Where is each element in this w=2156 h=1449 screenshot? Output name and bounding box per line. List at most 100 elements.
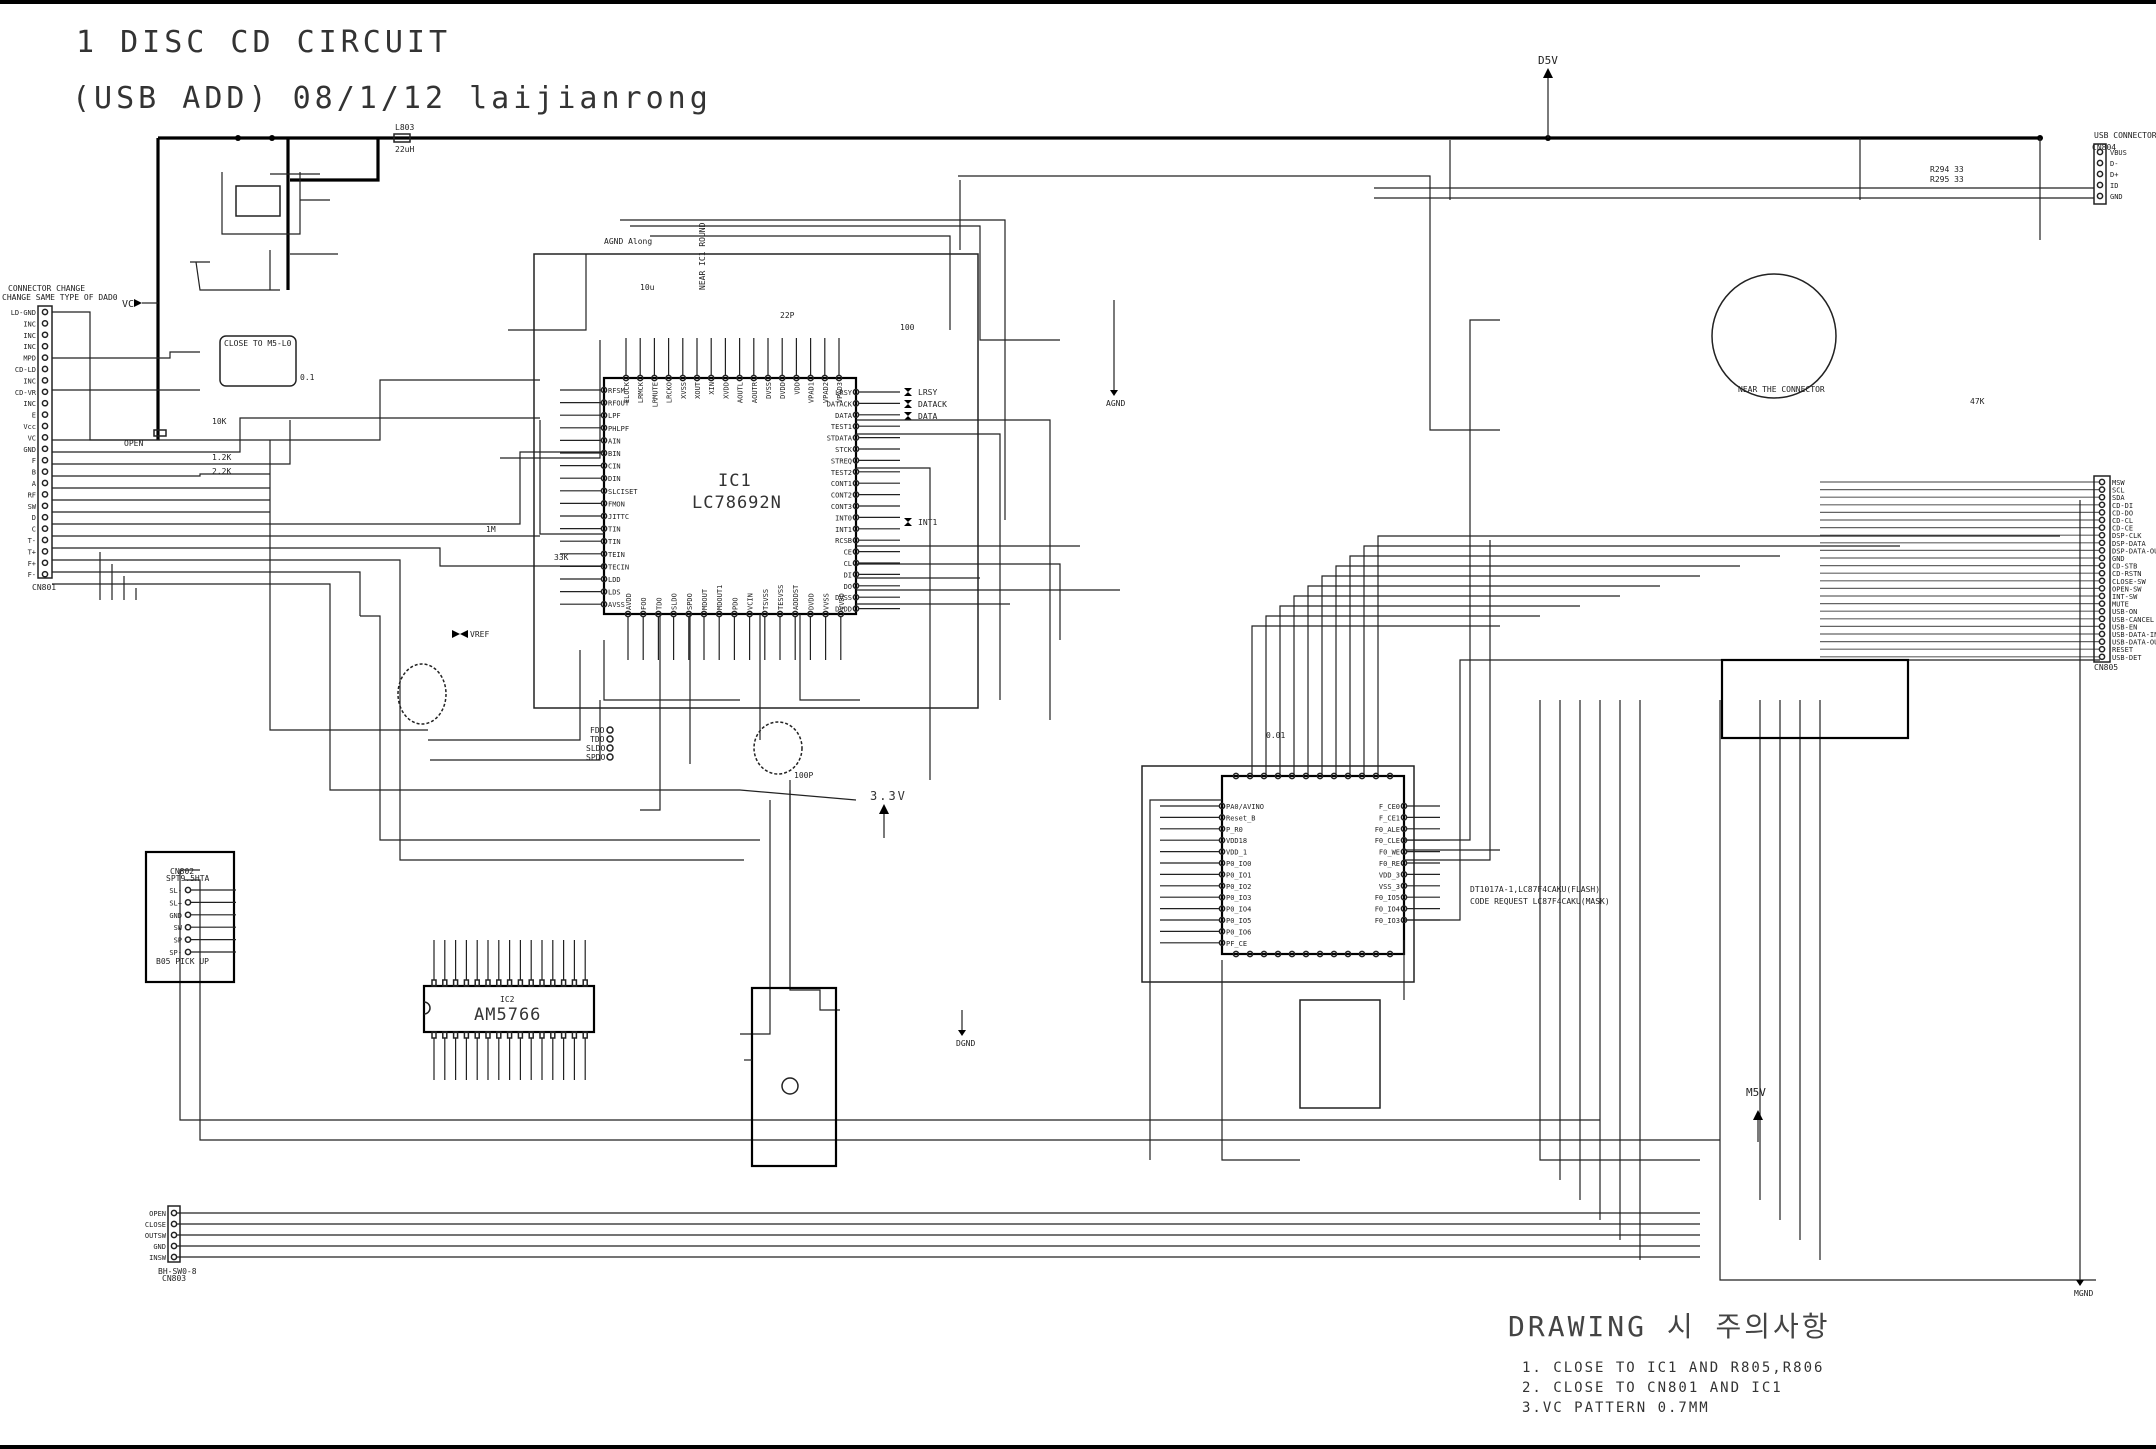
cn801-pin-label: B (32, 469, 36, 477)
cn801-pin-label: Vcc (23, 423, 36, 431)
ic1-top-pin-label: XVDD (722, 382, 730, 399)
changer-connector-title: CONNECTOR CHANGE (8, 284, 85, 293)
pin-terminal (1218, 928, 1226, 935)
schematic-title: 1 DISC CD CIRCUIT (76, 25, 451, 60)
pin-terminal (670, 610, 677, 618)
ic1-right-pin-label: TEST1 (831, 423, 852, 431)
pin-terminal (2098, 638, 2106, 645)
pin-terminal (600, 449, 608, 457)
cn802-pin-label: GND (169, 912, 182, 920)
pin-terminal (2096, 148, 2104, 156)
ic1-body (602, 376, 858, 616)
pin-terminal (837, 610, 845, 618)
close-to-box: CLOSE TO M5-L0 (219, 335, 297, 387)
svg-text:1.2K: 1.2K (212, 453, 231, 462)
ic3-left-pin-label: P0_IO2 (1226, 883, 1251, 891)
ic1-right-pin-label: STCK (835, 446, 853, 454)
ic1-lc78692n: IC1 LC78692N RFSMRFOUTLPFPHLPFAINBINCIND… (533, 222, 979, 709)
pin-terminal (852, 582, 860, 590)
cn804-pin-label: D- (2110, 160, 2118, 168)
svg-text:DATA: DATA (918, 412, 937, 421)
ic3-left-pin-label: VDD18 (1226, 837, 1247, 845)
ic3-left-pin-label: P_R0 (1226, 826, 1243, 834)
cn803-pin-label: CLOSE (145, 1221, 166, 1229)
ic1-left-pin-label: DIN (608, 475, 621, 483)
pin-terminal (2098, 630, 2106, 638)
cn802-pin-label: SP- (169, 949, 182, 957)
pin-terminal (852, 593, 860, 601)
ic3-part-code: DT1017A-1,LC87F4CAKU(FLASH) (1470, 885, 1600, 894)
cn802-pin-label: SP (174, 937, 182, 945)
ic1-bottom-pin-label: TESVSS (777, 585, 785, 610)
ic1-right-pin-label: CONT3 (831, 503, 852, 511)
cn801-pin-label: CD-LD (15, 366, 36, 374)
usb-connector-title: USB CONNECTOR (2094, 131, 2156, 140)
cn805-pin-label: CD-STB (2112, 563, 2137, 571)
pin-terminal (600, 474, 608, 482)
ic3-right-pin-label: F_CE1 (1379, 814, 1400, 822)
pin-terminal (1316, 950, 1324, 958)
cn805-pin-label: MUTE (2112, 601, 2129, 609)
ic3-left-pin-label: VDD_1 (1226, 849, 1247, 857)
pin-terminal (2098, 615, 2106, 623)
pin-terminal (665, 374, 672, 382)
pin-terminal (852, 605, 860, 612)
ic1-right-pin-label: DVSS (835, 594, 852, 602)
pin-terminal (41, 525, 49, 532)
changer-connector-note: CHANGE SAME TYPE OF DAD0 (2, 293, 118, 302)
pin-terminal (1386, 950, 1394, 958)
pin-terminal (852, 457, 860, 464)
pin-terminal (1358, 950, 1366, 958)
ic1-right-pin-label: STREQ (831, 457, 852, 465)
pin-terminal (600, 500, 608, 507)
ic3-right-pin-label: F_CE0 (1379, 803, 1400, 811)
pin-terminal (2098, 486, 2106, 493)
pin-terminal (41, 331, 49, 339)
pin-terminal (170, 1231, 178, 1239)
pin-terminal (1246, 950, 1254, 958)
ic1-left-pin-label: RFSM (608, 387, 625, 395)
cn802-pin-label: SL+ (169, 899, 182, 907)
near-connector-label: NEAR THE CONNECTOR (1738, 385, 1825, 394)
cn801-pin-label: E (32, 412, 36, 420)
ic1-bottom-pin-label: MDOUT (701, 588, 709, 610)
pin-terminal (184, 923, 192, 931)
pin-terminal (184, 936, 192, 943)
ic1-left-pin-label: SLCISET (608, 488, 638, 496)
svg-text:1M: 1M (486, 525, 496, 534)
d5v-supply: D5V (1538, 54, 1558, 138)
pin-terminal (600, 437, 608, 444)
ic1-right-pin-label: TEST2 (831, 469, 852, 477)
pin-terminal (736, 374, 743, 382)
ic1-right-pin-label: RCSB (835, 537, 852, 545)
ic1-top-pin-label: AOUTR (751, 381, 759, 403)
changer-connector-cn801: CONNECTOR CHANGE CHANGE SAME TYPE OF DAD… (2, 284, 118, 592)
cn801-pin-label: VC (28, 434, 36, 442)
cn801-pin-label: INC (23, 320, 36, 328)
mgnd-label: MGND (2074, 1289, 2093, 1298)
ic1-right-pin-label: DATA (835, 412, 853, 420)
ic3-wiring (1149, 319, 2100, 1281)
pin-terminal (1330, 950, 1338, 958)
pin-terminal (807, 610, 814, 618)
cn805-pin-label: DSP-CLK (2112, 532, 2142, 540)
pin-terminal (679, 374, 687, 382)
svg-text:33K: 33K (554, 553, 569, 562)
pin-terminal (1400, 825, 1408, 833)
ic3-left-pin-label: PA0/AVINO (1226, 803, 1264, 811)
ic1-top-pin-label: DVSS (765, 382, 773, 399)
m5v-supply: M5V (1746, 1086, 1766, 1142)
svg-text:0.1: 0.1 (300, 373, 315, 382)
cn805-pin-label: DSP-DATA-OUT (2112, 547, 2156, 555)
ic1-bottom-pin-label: TDO (655, 597, 663, 610)
pin-terminal (41, 513, 49, 521)
ic1-bottom-pin-label: ADDDST (792, 584, 800, 610)
dgnd-marker: DGND (956, 1010, 975, 1048)
pin-terminal (184, 899, 192, 906)
ic3-right-pin-label: F0_ALE (1375, 826, 1400, 834)
cn801-pin-label: RF (28, 491, 36, 499)
pin-terminal (852, 559, 860, 567)
pin-terminal (170, 1253, 178, 1261)
